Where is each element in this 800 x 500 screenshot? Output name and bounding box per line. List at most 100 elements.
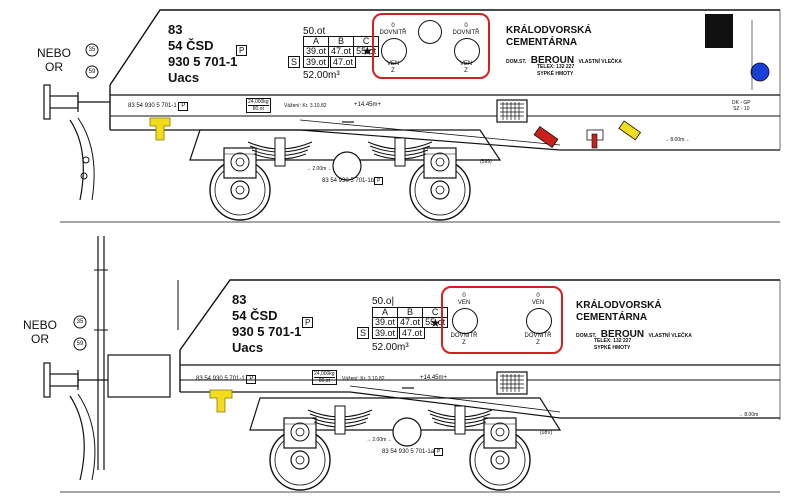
top-wagon-number-2: 54 ČSD	[168, 38, 214, 53]
top-col-a: A	[302, 36, 330, 47]
bottom-domst-suffix: VLASTNÍ VLEČKA	[648, 333, 692, 339]
bottom-wagon-number-3: 930 5 701-1	[232, 324, 302, 339]
top-owner-line1: KRÁLODVORSKÁ	[506, 25, 592, 36]
bottom-s-val-2: 47.ot	[399, 327, 426, 339]
top-domst-prefix: DOM.ST.	[506, 59, 527, 65]
top-valve-right	[454, 38, 480, 64]
top-valve-right-bottom-label: VEN Z	[459, 61, 473, 74]
bottom-top-value: 50.o|	[372, 296, 395, 307]
bottom-wagon-number-2: 54 ČSD	[232, 308, 278, 323]
bottom-wagon-number-1: 83	[232, 292, 247, 307]
top-length-mark: +14.45m+	[354, 102, 382, 108]
bottom-dim-2m: → 2.00m ←	[366, 437, 393, 443]
top-small-note: Vážení: Kr. 3.10.82	[284, 103, 327, 109]
top-volume: 52.00m³	[303, 70, 340, 81]
bottom-col-b: B	[397, 307, 424, 318]
bottom-domst-prefix: DOM.ST.	[576, 333, 597, 339]
top-domst: DOM.ST. BEROUN VLASTNÍ VLEČKA	[506, 50, 622, 68]
top-valve-center	[418, 20, 442, 44]
bottom-wagon-number-4: Uacs	[232, 340, 264, 355]
bottom-owner-line2: CEMENTÁRNA	[576, 312, 648, 323]
top-weight-bottom: 80.ot	[248, 105, 269, 112]
bottom-length-mark: +14.45m+	[420, 375, 448, 381]
top-col-b: B	[328, 36, 355, 47]
bottom-domst-city: BEROUN	[600, 329, 645, 340]
bottom-axle-p: P	[434, 448, 444, 456]
top-valve-left-bottom-label: VEN Z	[386, 61, 400, 74]
top-circle-mark-2: 59	[88, 69, 96, 75]
top-p-mark: P	[236, 40, 248, 58]
top-right-code-1: DK - GP	[732, 100, 751, 106]
bottom-alt-marker-line1: NEBO	[22, 318, 57, 332]
top-bogie-code: (599)	[480, 159, 492, 165]
bottom-frame-p: P	[246, 375, 257, 384]
bottom-star: ★	[430, 316, 441, 330]
bottom-val-b: 47.ot	[397, 317, 424, 328]
top-val-b: 47.ot	[328, 46, 355, 57]
bottom-valve-right-bottom-label: DOVNITŘ Z	[524, 333, 552, 346]
top-valve-right-top-label: 0 DOVNITŘ	[452, 23, 480, 36]
bottom-valve-highlight	[441, 286, 563, 354]
top-cargo: SYPKÉ HMOTY	[537, 71, 574, 77]
bottom-domst: DOM.ST. BEROUN VLASTNÍ VLEČKA	[576, 324, 692, 342]
bottom-circle-mark-1: 35	[76, 319, 84, 325]
top-s-label: S	[288, 56, 301, 68]
top-val-c: 55.ot	[353, 46, 380, 57]
bottom-small-note: Vážení: Kr. 3.10.82	[342, 376, 385, 382]
bottom-s-val-1: 39.ot	[372, 327, 399, 339]
bottom-val-c: 55.ot	[422, 317, 449, 328]
top-s-val-2: 47.ot	[330, 56, 357, 68]
top-alt-marker-line2: OR	[45, 60, 63, 74]
top-dim-2m: → 2.00m ←	[306, 166, 333, 172]
bottom-cargo: SYPKÉ HMOTY	[594, 345, 631, 351]
bottom-weight-plate: 24,000kg 80.ot	[312, 370, 337, 385]
bottom-valve-right-top-label: 0 VEN	[531, 293, 545, 306]
bottom-dim-8m: → 8.00m	[738, 412, 759, 418]
bottom-valve-left-bottom-label: DOVNITŘ Z	[450, 333, 478, 346]
bottom-bogie-code: (08V)	[540, 430, 553, 436]
top-dim-8m: → 8.00m ←	[664, 137, 691, 143]
bottom-telex: TELEX: 132 227	[594, 338, 632, 344]
bottom-valve-right	[526, 308, 552, 334]
top-alt-marker-line1: NEBO	[36, 46, 71, 60]
top-val-a: 39.ot	[302, 46, 330, 57]
bottom-p-mark: P	[302, 312, 314, 330]
top-top-value: 50.ot	[303, 26, 326, 37]
top-telex: TELEX: 132 227	[537, 64, 575, 70]
top-wagon-number-4: Uacs	[168, 70, 200, 85]
bottom-valve-left-top-label: 0 VEN	[457, 293, 471, 306]
top-star: ★	[362, 44, 373, 58]
bottom-alt-marker: NEBO OR	[20, 318, 60, 346]
top-valve-highlight	[372, 13, 490, 79]
bottom-weight-bottom: 80.ot	[314, 377, 335, 384]
top-weight-plate: 24,000kg 80.ot	[246, 98, 271, 113]
top-alt-marker: NEBO OR	[34, 46, 74, 74]
top-wagon-number-1: 83	[168, 22, 183, 37]
top-circle-mark-1: 35	[88, 47, 96, 53]
top-axle-p: P	[374, 177, 384, 185]
top-info-plate	[705, 14, 733, 48]
bottom-wagon-outline	[43, 236, 781, 493]
bottom-alt-marker-line2: OR	[31, 332, 49, 346]
top-wagon-number-3: 930 5 701-1	[168, 54, 238, 69]
top-wagon-outline	[43, 9, 781, 223]
top-right-code: DK - GP SZ - 10	[732, 100, 751, 112]
top-owner-line2: CEMENTÁRNA	[506, 37, 578, 48]
top-frame-number: 83 54 930 5 701-1 P	[128, 102, 189, 111]
top-right-code-2: SZ - 10	[733, 106, 750, 112]
bottom-val-a: 39.ot	[371, 317, 399, 328]
bottom-frame-number: 83 54 930 5 701-1 P	[196, 375, 257, 384]
bottom-weight-top: 24,000kg	[314, 371, 335, 377]
bottom-col-a: A	[371, 307, 399, 318]
top-valve-left	[381, 38, 407, 64]
top-domst-suffix: VLASTNÍ VLEČKA	[578, 59, 622, 65]
top-domst-city: BEROUN	[530, 55, 575, 66]
top-weight-top: 24,000kg	[248, 99, 269, 105]
top-frame-p: P	[178, 102, 189, 111]
bottom-owner-line1: KRÁLODVORSKÁ	[576, 300, 662, 311]
top-s-val-1: 39.ot	[303, 56, 330, 68]
